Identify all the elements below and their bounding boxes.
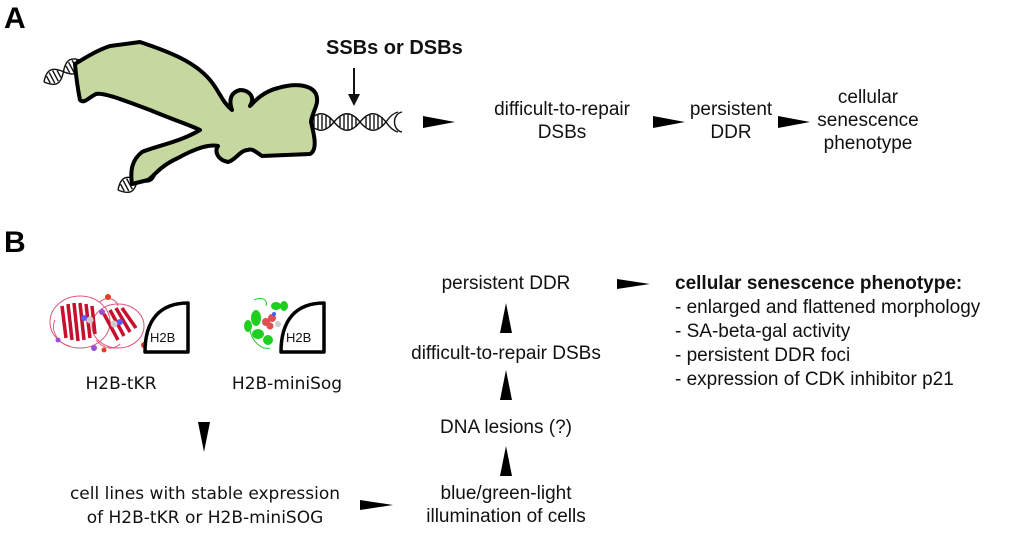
right-arrowhead-icon xyxy=(653,116,685,128)
right-arrowhead-icon xyxy=(423,116,455,128)
difficult-dsbs-step: difficult-to-repair DSBs xyxy=(411,343,601,364)
panel-b-label: B xyxy=(4,226,26,259)
right-arrowhead-icon xyxy=(360,500,393,510)
dna-helix-icon xyxy=(307,111,403,133)
up-arrowhead-icon xyxy=(500,370,512,400)
phenotype-item: - persistent DDR foci xyxy=(675,345,851,366)
construct-name-tkr: H2B-tKR xyxy=(85,374,157,394)
up-arrowhead-icon xyxy=(500,303,512,333)
down-arrowhead-icon xyxy=(198,422,210,452)
break-annotation: SSBs or DSBs xyxy=(326,37,463,59)
phenotype-item: - SA-beta-gal activity xyxy=(675,321,851,342)
right-arrowhead-icon xyxy=(617,279,650,289)
minisog-protein-structure-icon xyxy=(244,297,288,349)
h2b-tag-shape xyxy=(143,301,190,354)
flow-step-ddr: persistent DDR xyxy=(689,99,773,143)
h2b-tag-label: H2B xyxy=(150,330,176,345)
persistent-ddr-step: persistent DDR xyxy=(441,273,571,294)
illumination-step: blue/green-light illumination of cells xyxy=(426,483,586,527)
h2b-tag-shape xyxy=(279,301,326,354)
flow-step-senescence: cellular senescence phenotype xyxy=(817,87,919,154)
construct-name-minisog: H2B-miniSog xyxy=(231,374,343,394)
tkr-protein-structure-icon xyxy=(49,294,147,353)
flow-step-dsbs: difficult-to-repair DSBs xyxy=(494,99,630,143)
protein-shape xyxy=(73,40,320,186)
panel-a-label: A xyxy=(4,2,26,35)
h2b-tag-label: H2B xyxy=(286,330,312,345)
dna-lesions-step: DNA lesions (?) xyxy=(440,417,572,438)
phenotype-item: - enlarged and flattened morphology xyxy=(675,297,981,318)
cell-lines-step: cell lines with stable expression of H2B… xyxy=(69,484,341,528)
up-arrowhead-icon xyxy=(500,446,512,476)
phenotype-title: cellular senescence phenotype: xyxy=(675,273,963,294)
phenotype-item: - expression of CDK inhibitor p21 xyxy=(675,369,954,390)
down-arrow-icon xyxy=(348,68,360,106)
right-arrowhead-icon xyxy=(778,116,810,128)
phenotype-list: cellular senescence phenotype: - enlarge… xyxy=(675,272,980,392)
